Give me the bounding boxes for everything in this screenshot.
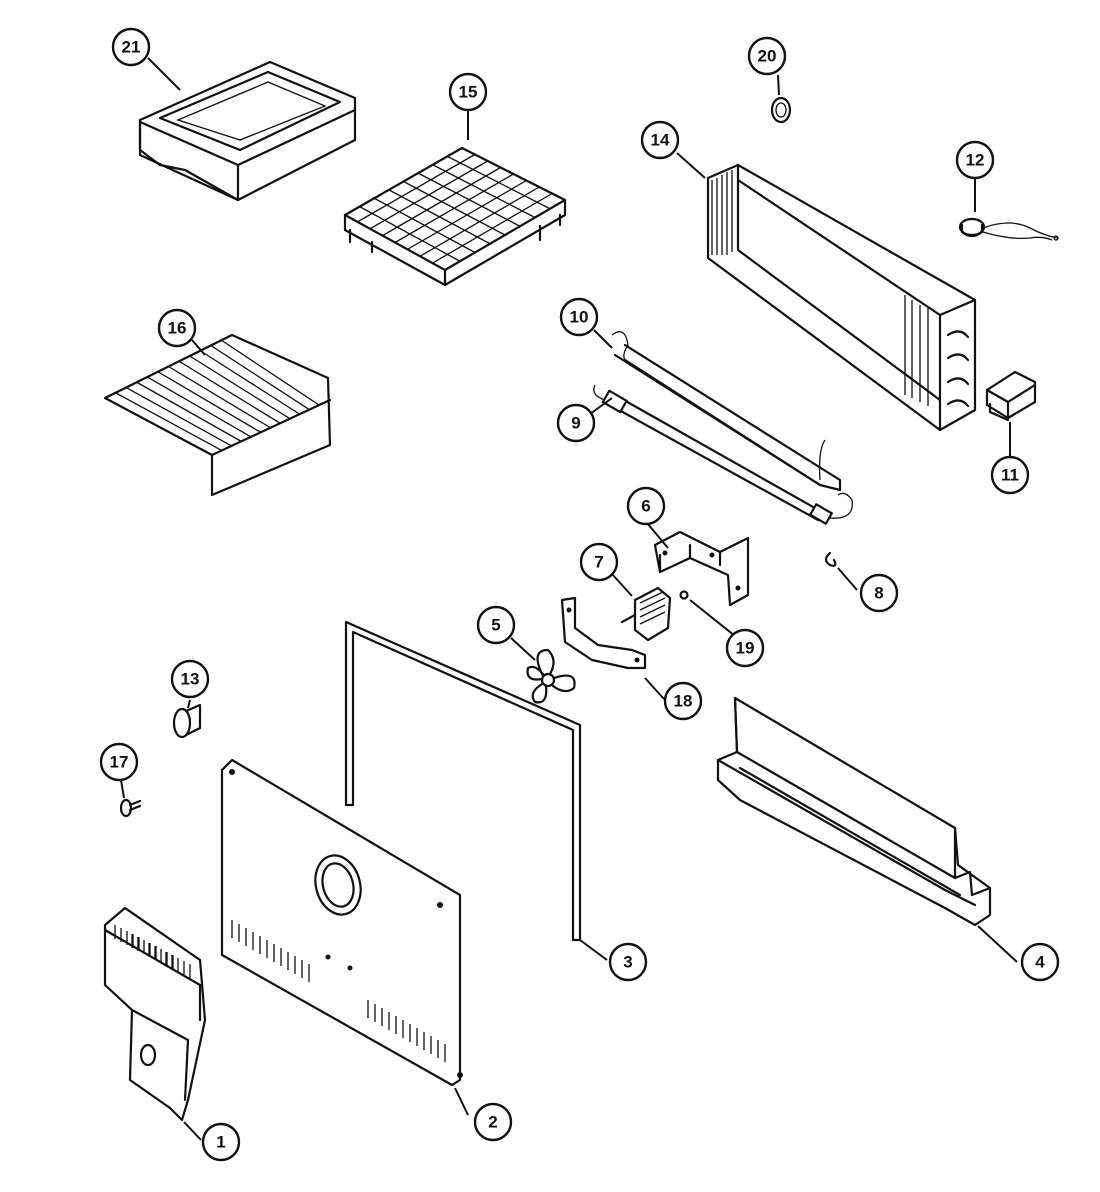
callout-12-label: 12 bbox=[966, 151, 985, 170]
callout-13: 13 bbox=[170, 659, 210, 699]
callout-14-circle bbox=[640, 120, 680, 160]
callout-20-circle bbox=[747, 36, 787, 76]
callout-5-circle bbox=[476, 605, 516, 645]
callout-18-circle bbox=[663, 681, 703, 721]
callout-16-circle bbox=[157, 308, 197, 348]
callout-13-circle bbox=[170, 659, 210, 699]
callout-9: 9 bbox=[556, 403, 596, 443]
callout-3: 3 bbox=[608, 942, 648, 982]
callout-4-label: 4 bbox=[1035, 953, 1045, 972]
callout-8: 8 bbox=[859, 573, 899, 613]
callout-10: 10 bbox=[559, 297, 599, 337]
callout-4-circle bbox=[1020, 942, 1060, 982]
callout-13-label: 13 bbox=[181, 670, 200, 689]
callout-6: 6 bbox=[626, 486, 666, 526]
callout-8-circle bbox=[859, 573, 899, 613]
callout-18-label: 18 bbox=[674, 692, 693, 711]
callout-11-circle bbox=[990, 455, 1030, 495]
callout-1-label: 1 bbox=[216, 1133, 225, 1152]
callout-19-circle bbox=[725, 628, 765, 668]
callout-12: 12 bbox=[955, 140, 995, 180]
part-20-grommet bbox=[770, 96, 792, 124]
part-13-plug bbox=[172, 703, 202, 739]
callout-14: 14 bbox=[640, 120, 680, 160]
part-1-air-duct bbox=[103, 906, 207, 1122]
callout-16-label: 16 bbox=[168, 319, 187, 338]
callout-1: 1 bbox=[201, 1122, 241, 1162]
callout-2: 2 bbox=[473, 1102, 513, 1142]
part-2-evaporator-cover bbox=[220, 758, 463, 1087]
callout-17-label: 17 bbox=[110, 753, 129, 772]
callout-21-circle bbox=[111, 27, 151, 67]
callout-10-circle bbox=[559, 297, 599, 337]
callout-20-label: 20 bbox=[758, 47, 777, 66]
callout-2-circle bbox=[473, 1102, 513, 1142]
part-4-drain-trough bbox=[716, 696, 992, 927]
part-12-defrost-thermostat bbox=[958, 217, 1059, 241]
callout-15: 15 bbox=[448, 72, 488, 112]
callout-7: 7 bbox=[579, 542, 619, 582]
callout-12-circle bbox=[955, 140, 995, 180]
callout-11-label: 11 bbox=[1001, 466, 1019, 485]
callout-leaders bbox=[120, 57, 1018, 1141]
callout-11: 11 bbox=[990, 455, 1030, 495]
callout-15-label: 15 bbox=[459, 83, 478, 102]
part-15-ice-grid bbox=[343, 146, 567, 287]
callout-14-label: 14 bbox=[651, 131, 670, 150]
callout-5: 5 bbox=[476, 605, 516, 645]
callout-7-circle bbox=[579, 542, 619, 582]
part-8-clip bbox=[824, 551, 837, 567]
callout-19-label: 19 bbox=[736, 639, 755, 658]
part-16-wire-shelf bbox=[103, 333, 332, 497]
callout-6-circle bbox=[626, 486, 666, 526]
callout-4: 4 bbox=[1020, 942, 1060, 982]
part-18-motor-bracket bbox=[560, 596, 647, 670]
callout-19: 19 bbox=[725, 628, 765, 668]
callout-9-label: 9 bbox=[571, 414, 580, 433]
part-14-evaporator bbox=[706, 163, 977, 432]
callout-7-label: 7 bbox=[594, 553, 603, 572]
part-7-fan-motor bbox=[620, 586, 672, 642]
part-6-fan-bracket bbox=[653, 530, 750, 607]
callout-17-circle bbox=[99, 742, 139, 782]
part-19-nut bbox=[679, 590, 689, 600]
callout-17: 17 bbox=[99, 742, 139, 782]
callout-16: 16 bbox=[157, 308, 197, 348]
callout-1-circle bbox=[201, 1122, 241, 1162]
callout-10-label: 10 bbox=[570, 308, 589, 327]
part-5-fan-blade bbox=[526, 648, 576, 704]
callout-15-circle bbox=[448, 72, 488, 112]
callout-9-circle bbox=[556, 403, 596, 443]
callout-20: 20 bbox=[747, 36, 787, 76]
part-11-terminal-block bbox=[985, 370, 1037, 422]
part-21-ice-bin bbox=[138, 60, 357, 202]
callout-18: 18 bbox=[663, 681, 703, 721]
callout-8-label: 8 bbox=[874, 584, 883, 603]
part-10-defrost-heater bbox=[611, 331, 842, 492]
callout-3-label: 3 bbox=[623, 953, 632, 972]
callout-21: 21 bbox=[111, 27, 151, 67]
part-9-defrost-heater-tube bbox=[593, 384, 853, 525]
callout-21-label: 21 bbox=[122, 38, 141, 57]
callout-5-label: 5 bbox=[491, 616, 500, 635]
callout-2-label: 2 bbox=[488, 1113, 497, 1132]
part-17-screw bbox=[119, 798, 142, 818]
callout-6-label: 6 bbox=[641, 497, 650, 516]
callout-3-circle bbox=[608, 942, 648, 982]
part-3-gasket bbox=[344, 620, 582, 942]
